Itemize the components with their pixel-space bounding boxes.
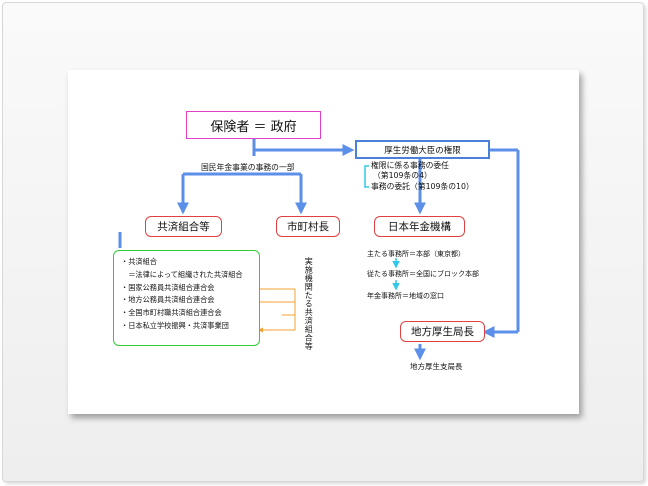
list-item: ＝法律によって組織された共済組合 [121,269,243,279]
slide: 保険者 ＝ 政府 厚生労働大臣の権限 国民年金事業の事務の一部 権限に係る事務の… [68,70,579,414]
mutual-aid-box: 共済組合等 [145,216,222,237]
national-pension-part-label: 国民年金事業の事務の一部 [201,163,295,172]
list-item: ・地方公務員共済組合連合会 [121,295,215,305]
delegation-label-2: 事務の委託（第109条の10） [371,182,474,191]
japan-pension-service-box: 日本年金機構 [374,216,465,237]
delegation-bracket [364,165,369,188]
implementing-bodies-label: 実施機関たる共済組合等 [304,257,314,351]
list-item: ・共済組合 [121,257,157,266]
minister-authority-box: 厚生労働大臣の権限 [355,140,490,159]
connector-lines [118,139,520,361]
list-item: ・国家公務員共済組合連合会 [121,282,215,292]
delegation-label-1a: 権限に係る事務の委任 [371,161,449,170]
pension-office-label: 年金事務所＝地域の窓口 [367,292,444,300]
insurer-box: 保険者 ＝ 政府 [186,111,321,139]
sub-office-label: 従たる事務所＝全国にブロック本部 [367,270,479,278]
municipal-head-box: 市町村長 [276,216,340,237]
mutual-aid-list-box: ・共済組合 ＝法律によって組織された共済組合 ・国家公務員共済組合連合会 ・地方… [113,250,260,346]
main-office-label: 主たる事務所＝本部（東京都） [367,250,465,258]
regional-bureau-box: 地方厚生局長 [400,321,485,342]
regional-branch-label: 地方厚生支局長 [410,362,463,371]
list-item: ・日本私立学校振興・共済事業団 [121,320,229,330]
list-item: ・全国市町村職共済組合連合会 [121,308,222,318]
delegation-label-1b: （第109条の4） [373,171,432,180]
